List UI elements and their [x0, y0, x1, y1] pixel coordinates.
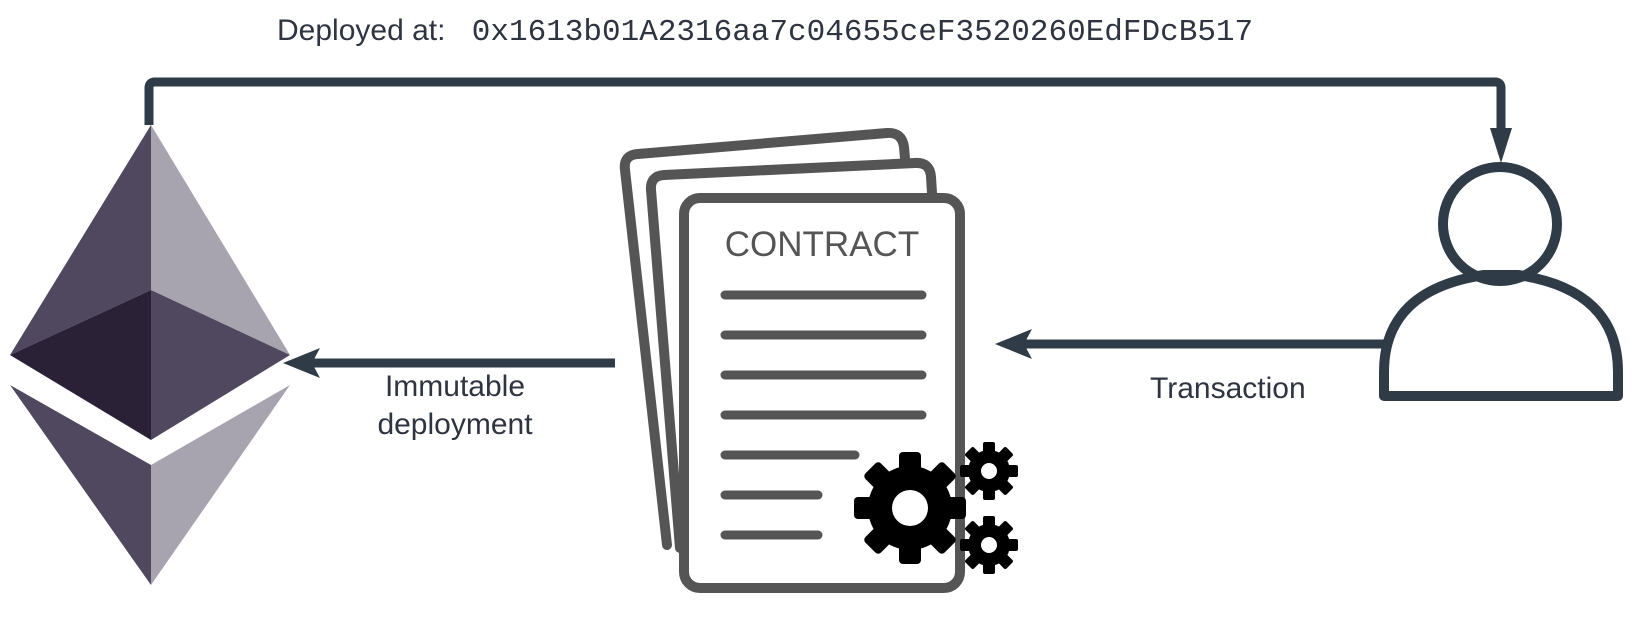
deployment-address-label: Deployed at: 0x1613b01A2316aa7c04655ceF3… — [277, 12, 1253, 52]
user-icon — [1379, 162, 1623, 401]
gears-icon — [854, 442, 1018, 574]
transaction-arrow — [995, 329, 1384, 359]
contract-text-lines — [720, 290, 927, 540]
user-arrowhead — [1490, 128, 1512, 163]
deployed-at-prefix: Deployed at: — [277, 14, 446, 47]
transaction-label: Transaction — [1150, 372, 1306, 405]
deployed-at-connector — [144, 77, 1512, 163]
contract-address: 0x1613b01A2316aa7c04655ceF3520260EdFDcB5… — [471, 15, 1254, 50]
immutable-deployment-arrow — [283, 348, 615, 378]
ethereum-logo-icon — [10, 125, 290, 585]
deployment-arrowhead — [283, 348, 320, 378]
contract-title: CONTRACT — [725, 225, 919, 264]
contract-document-icon: CONTRACT — [619, 127, 965, 593]
transaction-arrowhead — [995, 329, 1032, 359]
immutable-deployment-label: Immutable deployment — [377, 370, 533, 441]
